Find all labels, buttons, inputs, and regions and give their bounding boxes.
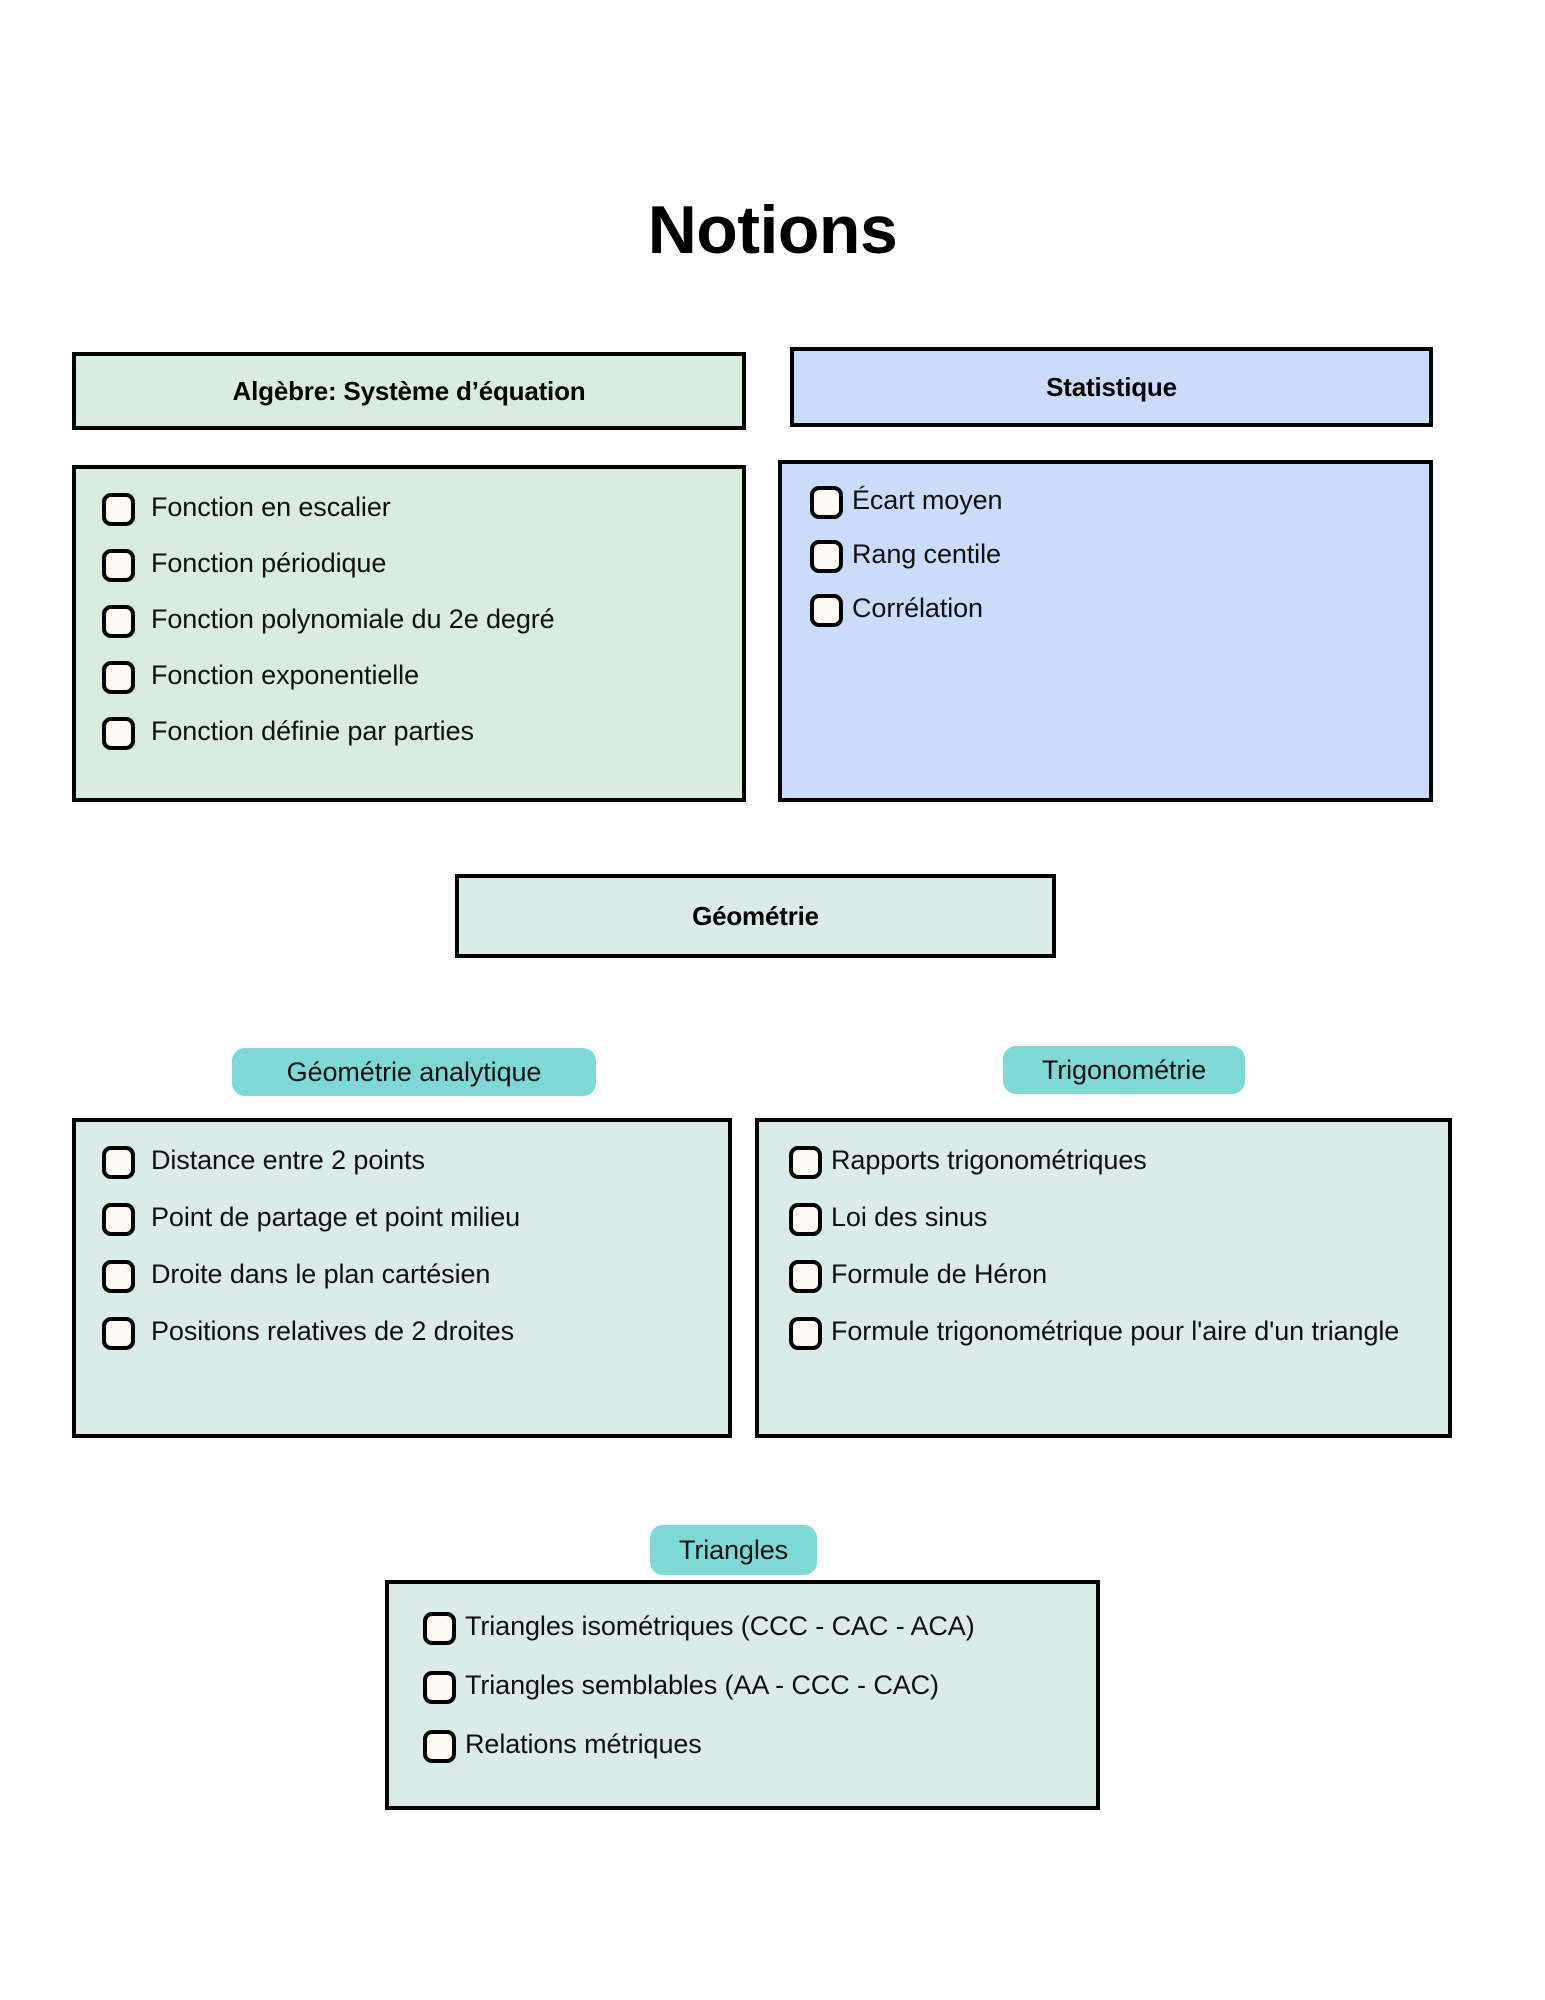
trigonometrie-pill: Trigonométrie — [1003, 1046, 1245, 1094]
checkbox-icon[interactable] — [789, 1203, 822, 1236]
list-item-label: Fonction en escalier — [151, 492, 391, 522]
checkbox-icon[interactable] — [789, 1260, 822, 1293]
checkbox-icon[interactable] — [810, 594, 843, 627]
list-item[interactable]: Positions relatives de 2 droites — [102, 1315, 708, 1350]
triangles-checklist-card: Triangles isométriques (CCC - CAC - ACA)… — [385, 1580, 1100, 1810]
geometrie-header-label: Géométrie — [692, 900, 819, 931]
list-item[interactable]: Fonction exponentielle — [102, 659, 722, 694]
checkbox-icon[interactable] — [810, 540, 843, 573]
triangles-pill-label: Triangles — [678, 1534, 789, 1565]
list-item-label: Rapports trigonométriques — [831, 1145, 1147, 1175]
list-item-label: Fonction définie par parties — [151, 716, 474, 746]
checkbox-icon[interactable] — [102, 717, 135, 750]
checkbox-icon[interactable] — [102, 1146, 135, 1179]
trigonometrie-checklist-card: Rapports trigonométriques Loi des sinus … — [755, 1118, 1452, 1438]
checkbox-icon[interactable] — [789, 1146, 822, 1179]
checkbox-icon[interactable] — [102, 605, 135, 638]
list-item-label: Triangles isométriques (CCC - CAC - ACA) — [465, 1611, 975, 1641]
list-item-label: Écart moyen — [852, 485, 1003, 515]
list-item[interactable]: Corrélation — [810, 592, 1409, 627]
list-item-label: Triangles semblables (AA - CCC - CAC) — [465, 1670, 939, 1700]
list-item-label: Fonction exponentielle — [151, 660, 419, 690]
list-item-label: Relations métriques — [465, 1729, 702, 1759]
list-item-label: Distance entre 2 points — [151, 1145, 425, 1175]
list-item-label: Point de partage et point milieu — [151, 1202, 521, 1232]
checkbox-icon[interactable] — [102, 549, 135, 582]
statistique-header-box: Statistique — [790, 347, 1433, 427]
statistique-checklist-card: Écart moyen Rang centile Corrélation — [778, 460, 1433, 802]
checkbox-icon[interactable] — [423, 1730, 456, 1763]
algebre-checklist-card: Fonction en escalier Fonction périodique… — [72, 465, 746, 802]
checkbox-icon[interactable] — [102, 661, 135, 694]
list-item-label: Droite dans le plan cartésien — [151, 1259, 491, 1289]
list-item[interactable]: Triangles isométriques (CCC - CAC - ACA) — [423, 1610, 1076, 1645]
list-item[interactable]: Point de partage et point milieu — [102, 1201, 708, 1236]
list-item-label: Positions relatives de 2 droites — [151, 1316, 514, 1346]
geometrie-analytique-pill: Géométrie analytique — [232, 1048, 596, 1096]
trigonometrie-pill-label: Trigonométrie — [1041, 1054, 1207, 1085]
checkbox-icon[interactable] — [789, 1317, 822, 1350]
list-item-label: Loi des sinus — [831, 1202, 988, 1232]
checkbox-icon[interactable] — [810, 486, 843, 519]
checkbox-icon[interactable] — [423, 1612, 456, 1645]
algebre-header-label: Algèbre: Système d’équation — [232, 375, 586, 406]
list-item[interactable]: Loi des sinus — [789, 1201, 1428, 1236]
geometrie-analytique-pill-label: Géométrie analytique — [286, 1056, 542, 1087]
statistique-header-label: Statistique — [1046, 371, 1177, 402]
list-item[interactable]: Fonction définie par parties — [102, 715, 722, 750]
list-item[interactable]: Formule de Héron — [789, 1258, 1428, 1293]
list-item-label: Formule de Héron — [831, 1259, 1047, 1289]
checkbox-icon[interactable] — [423, 1671, 456, 1704]
page-title: Notions — [647, 192, 898, 268]
list-item[interactable]: Distance entre 2 points — [102, 1144, 708, 1179]
list-item[interactable]: Rang centile — [810, 538, 1409, 573]
algebre-header-box: Algèbre: Système d’équation — [72, 352, 746, 430]
list-item-label: Formule trigonométrique pour l'aire d'un… — [831, 1316, 1400, 1346]
list-item-label: Rang centile — [852, 539, 1001, 569]
list-item[interactable]: Fonction périodique — [102, 547, 722, 582]
list-item-label: Corrélation — [852, 593, 983, 623]
list-item[interactable]: Écart moyen — [810, 484, 1409, 519]
checkbox-icon[interactable] — [102, 1260, 135, 1293]
checkbox-icon[interactable] — [102, 1203, 135, 1236]
checkbox-icon[interactable] — [102, 1317, 135, 1350]
list-item[interactable]: Formule trigonométrique pour l'aire d'un… — [789, 1315, 1428, 1350]
list-item[interactable]: Triangles semblables (AA - CCC - CAC) — [423, 1669, 1076, 1704]
geometrie-header-box: Géométrie — [455, 874, 1056, 958]
geometrie-analytique-checklist-card: Distance entre 2 points Point de partage… — [72, 1118, 732, 1438]
list-item[interactable]: Droite dans le plan cartésien — [102, 1258, 708, 1293]
checkbox-icon[interactable] — [102, 493, 135, 526]
list-item-label: Fonction périodique — [151, 548, 387, 578]
list-item[interactable]: Fonction en escalier — [102, 491, 722, 526]
list-item-label: Fonction polynomiale du 2e degré — [151, 604, 555, 634]
triangles-pill: Triangles — [650, 1525, 817, 1575]
list-item[interactable]: Relations métriques — [423, 1728, 1076, 1763]
list-item[interactable]: Fonction polynomiale du 2e degré — [102, 603, 722, 638]
list-item[interactable]: Rapports trigonométriques — [789, 1144, 1428, 1179]
